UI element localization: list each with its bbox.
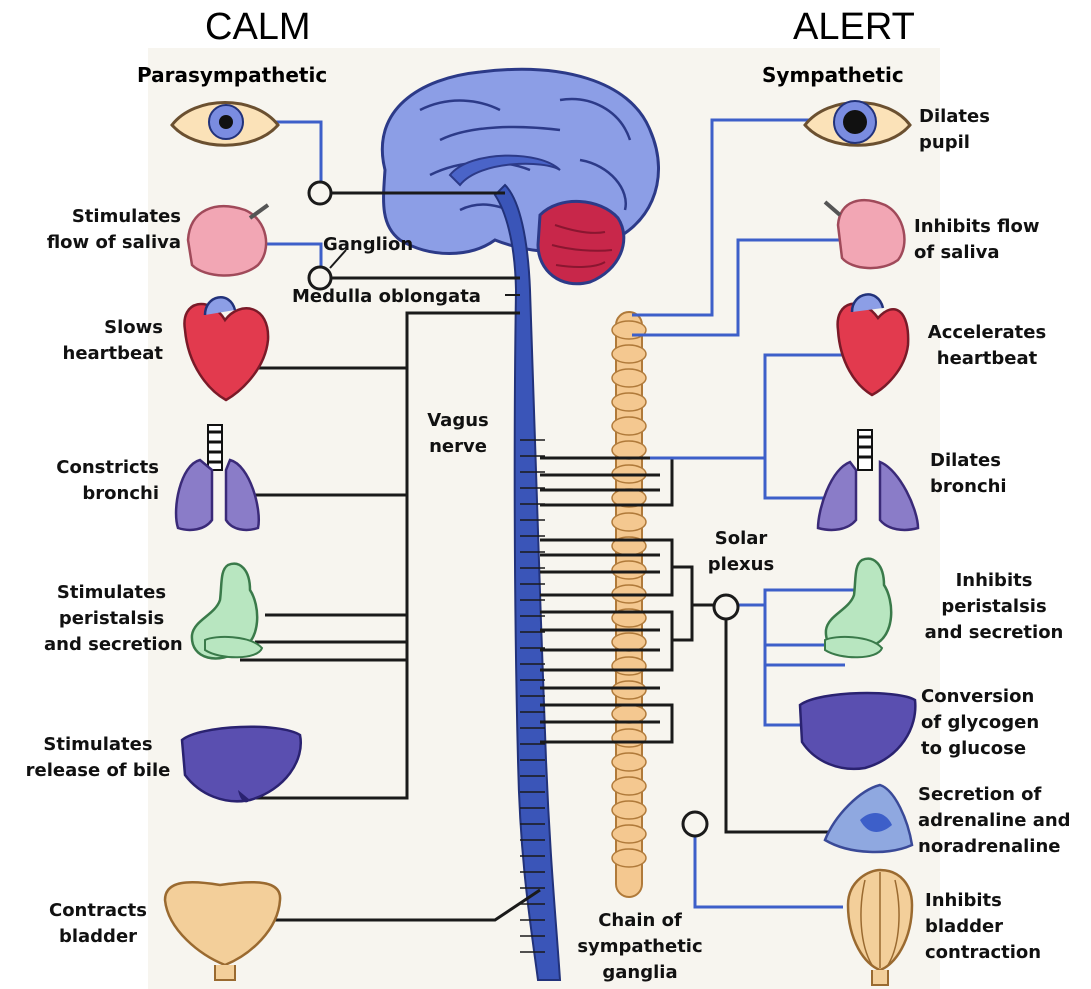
- label-release-of-bile: Stimulates release of bile: [8, 732, 188, 784]
- mesenteric-ganglion-circle: [683, 812, 707, 836]
- label-accelerates-heartbeat: Accelerates heartbeat: [912, 320, 1062, 372]
- label-inhibits-bladder: Inhibits bladder contraction: [925, 888, 1041, 966]
- chain-ganglion-bead: [612, 801, 646, 819]
- chain-ganglion-bead: [612, 777, 646, 795]
- label-medulla-oblongata: Medulla oblongata: [292, 284, 481, 310]
- chain-ganglion-bead: [612, 825, 646, 843]
- label-stimulates-saliva: Stimulates flow of saliva: [47, 204, 181, 256]
- sympathetic-title: Sympathetic: [762, 63, 904, 87]
- chain-ganglion-bead: [612, 345, 646, 363]
- sympathetic-chain: [612, 312, 646, 897]
- label-inhibits-saliva: Inhibits flow of saliva: [914, 214, 1039, 266]
- chain-ganglion-bead: [612, 633, 646, 651]
- chain-ganglion-bead: [612, 513, 646, 531]
- chain-ganglion-bead: [612, 417, 646, 435]
- chain-ganglion-bead: [612, 729, 646, 747]
- label-slows-heartbeat: Slows heartbeat: [63, 315, 164, 367]
- chain-ganglion-bead: [612, 849, 646, 867]
- parasympathetic-title: Parasympathetic: [137, 63, 327, 87]
- chain-ganglion-bead: [612, 657, 646, 675]
- chain-ganglion-bead: [612, 561, 646, 579]
- chain-ganglion-bead: [612, 441, 646, 459]
- label-stimulates-peristalsis: Stimulates peristalsis and secretion: [44, 580, 179, 658]
- chain-ganglion-bead: [612, 753, 646, 771]
- label-dilates-bronchi: Dilates bronchi: [930, 448, 1007, 500]
- label-conversion-glycogen: Conversion of glycogen to glucose: [921, 684, 1039, 762]
- label-dilates-pupil: Dilates pupil: [919, 104, 990, 156]
- chain-ganglion-bead: [612, 705, 646, 723]
- ciliary-ganglion-circle: [309, 182, 331, 204]
- solar-plexus-circle: [714, 595, 738, 619]
- chain-ganglion-bead: [612, 369, 646, 387]
- label-vagus-nerve: Vagus nerve: [418, 408, 498, 460]
- label-chain-of-sympathetic-ganglia: Chain of sympathetic ganglia: [570, 908, 710, 986]
- label-inhibits-peristalsis: Inhibits peristalsis and secretion: [905, 568, 1083, 646]
- calm-header: CALM: [205, 6, 311, 49]
- left-salivary-gland: [188, 205, 268, 276]
- label-ganglion: Ganglion: [323, 232, 413, 258]
- label-constricts-bronchi: Constricts bronchi: [56, 455, 159, 507]
- label-contracts-bladder: Contracts bladder: [36, 898, 160, 950]
- chain-ganglion-bead: [612, 393, 646, 411]
- alert-header: ALERT: [793, 6, 915, 49]
- label-secretion-adrenaline: Secretion of adrenaline and noradrenalin…: [918, 782, 1071, 860]
- label-solar-plexus: Solar plexus: [696, 526, 786, 578]
- chain-ganglion-bead: [612, 681, 646, 699]
